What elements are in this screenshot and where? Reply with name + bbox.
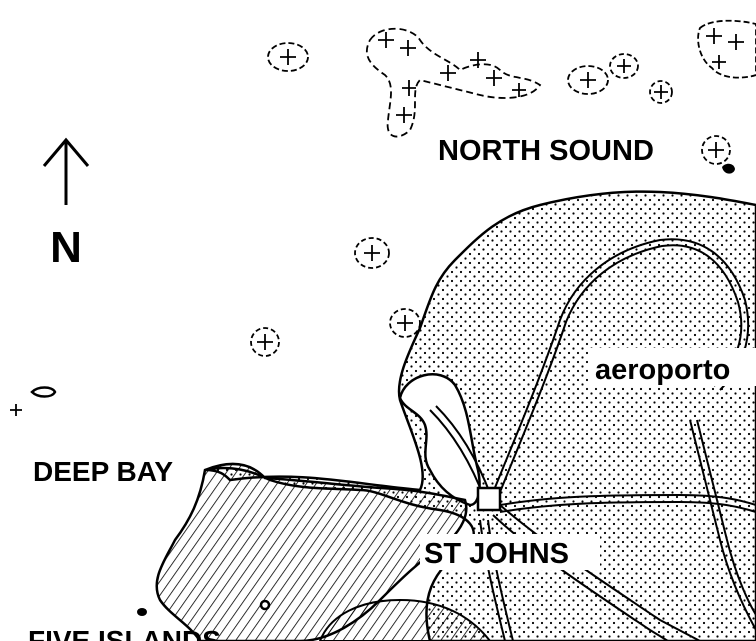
- label-airport: aeroporto: [595, 354, 730, 386]
- harbour-inlet: [398, 373, 481, 507]
- label-st-johns: ST JOHNS: [424, 538, 569, 570]
- reef-marker-icon: [389, 308, 421, 338]
- label-north-sound: NORTH SOUND: [438, 135, 654, 167]
- reef-marker-icon: [365, 27, 542, 138]
- reef-marker-icon: [10, 404, 22, 416]
- land-west-peninsula: [155, 462, 468, 641]
- reef-marker-icon: [354, 237, 390, 269]
- reef-marker-icon: [701, 135, 731, 165]
- reef-marker-icon: [567, 53, 639, 95]
- islets: [30, 163, 735, 616]
- reef-marker-icon: [250, 327, 280, 357]
- label-deep-bay: DEEP BAY: [33, 456, 173, 487]
- city-square-icon: [476, 486, 502, 512]
- north-arrow-icon: [42, 137, 90, 205]
- reef-markers: [10, 19, 756, 416]
- land-south-hills: [318, 598, 492, 641]
- label-five-islands: FIVE ISLANDS: [28, 625, 221, 641]
- reef-marker-icon: [267, 42, 309, 72]
- compass-letter: N: [50, 223, 82, 272]
- reef-marker-icon: [649, 80, 673, 104]
- reef-marker-icon: [697, 19, 756, 79]
